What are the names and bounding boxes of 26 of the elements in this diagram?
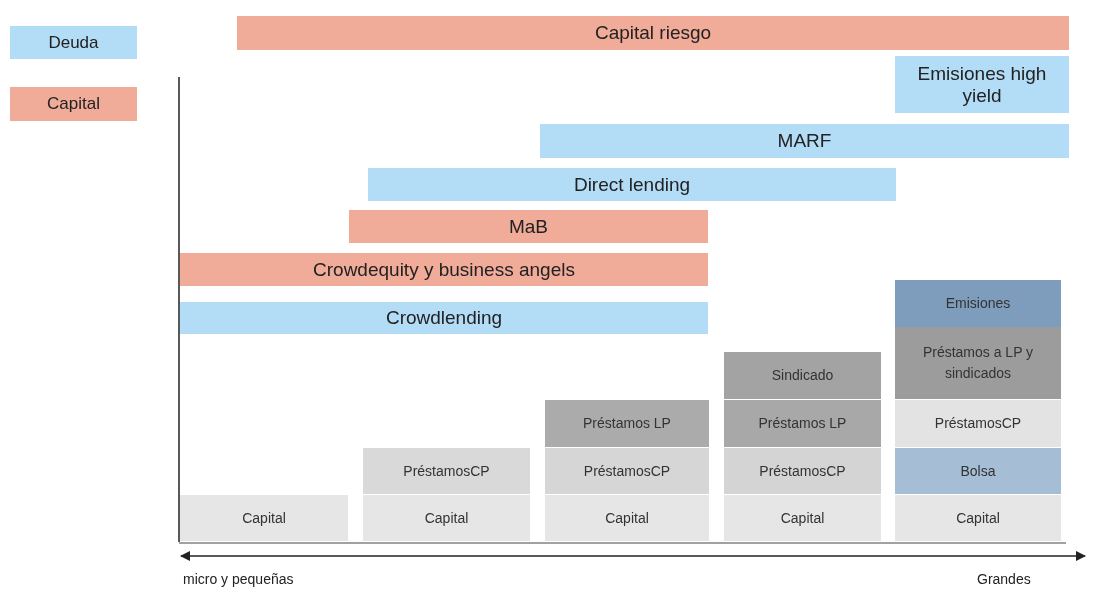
stack-cell: Emisiones bbox=[895, 280, 1061, 327]
funding-bar: Crowdequity y business angels bbox=[180, 253, 708, 286]
stack-cell: Préstamos LP bbox=[545, 400, 709, 447]
stack-cell: Capital bbox=[363, 495, 530, 541]
stack-cell: Capital bbox=[180, 495, 348, 541]
funding-bar: Emisiones high yield bbox=[895, 56, 1069, 113]
stack-cell: Capital bbox=[895, 495, 1061, 541]
legend-label: Deuda bbox=[48, 32, 99, 53]
funding-bar: MARF bbox=[540, 124, 1069, 158]
funding-bar: Direct lending bbox=[368, 168, 896, 201]
stack-cell: Bolsa bbox=[895, 448, 1061, 494]
legend-label: Capital bbox=[47, 94, 100, 114]
stack-cell: Capital bbox=[545, 495, 709, 541]
stack-cell: PréstamosCP bbox=[545, 448, 709, 494]
funding-bar: MaB bbox=[349, 210, 708, 243]
funding-bar: Capital riesgo bbox=[237, 16, 1069, 50]
axis-label: micro y pequeñas bbox=[183, 571, 294, 587]
stack-cell: Sindicado bbox=[724, 352, 881, 399]
funding-bar: Crowdlending bbox=[180, 302, 708, 334]
stack-cell: PréstamosCP bbox=[724, 448, 881, 494]
stack-cell: Préstamos a LP y sindicados bbox=[895, 327, 1061, 399]
stack-cell: PréstamosCP bbox=[363, 448, 530, 494]
stack-cell: PréstamosCP bbox=[895, 400, 1061, 447]
stack-cell: Capital bbox=[724, 495, 881, 541]
stack-cell: Préstamos LP bbox=[724, 400, 881, 447]
axis-label: Grandes bbox=[977, 571, 1031, 587]
